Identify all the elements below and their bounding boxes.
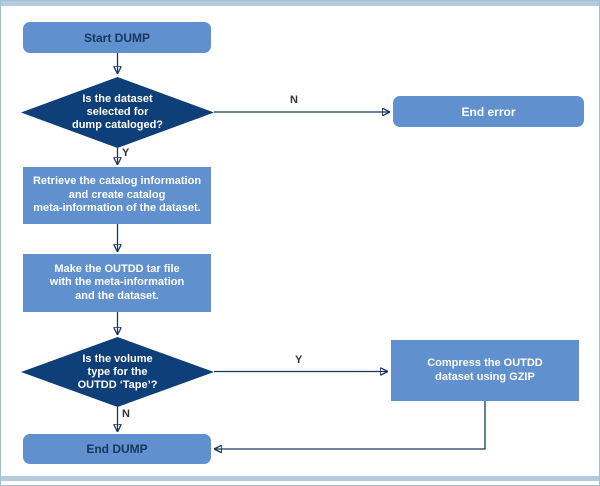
- edge-label-no: N: [122, 408, 130, 420]
- decision2-line: Is the volume: [82, 352, 153, 365]
- start-terminator: Start DUMP: [23, 22, 211, 53]
- make-line: with the meta-information: [49, 276, 185, 289]
- decision1-line: dump cataloged?: [71, 119, 164, 131]
- compress-line: dataset using GZIP: [435, 370, 535, 383]
- start-label: Start DUMP: [83, 30, 150, 45]
- top-accent-strip: [1, 1, 599, 6]
- make-line: and the dataset.: [75, 289, 159, 302]
- process-make-tar: Make the OUTDD tar file with the meta-in…: [23, 254, 211, 312]
- end-error-label: End error: [461, 104, 516, 119]
- end-dump-label: End DUMP: [86, 442, 148, 456]
- retrieve-line: and create catalog: [68, 188, 166, 201]
- decision1-line: Is the dataset: [82, 93, 153, 105]
- process-compress-gzip: Compress the OUTDD dataset using GZIP: [391, 340, 579, 401]
- bottom-accent-strip: [1, 476, 599, 481]
- process-retrieve-catalog: Retrieve the catalog information and cre…: [23, 167, 211, 224]
- retrieve-line: Retrieve the catalog information: [32, 175, 202, 188]
- decision2-line: type for the: [87, 365, 148, 378]
- decision-dataset-cataloged: Is the dataset selected for dump catalog…: [21, 77, 214, 148]
- decision2-line: OUTDD ‘Tape’?: [77, 378, 158, 391]
- arrow-compress-to-end-dump: [215, 401, 486, 449]
- retrieve-line: meta-information of the dataset.: [33, 202, 201, 215]
- make-line: Make the OUTDD tar file: [54, 262, 180, 275]
- compress-line: Compress the OUTDD: [427, 357, 543, 369]
- decision1-line: selected for: [86, 106, 149, 118]
- decision-volume-tape: Is the volume type for the OUTDD ‘Tape’?: [21, 337, 214, 407]
- end-error-terminator: End error: [393, 96, 584, 127]
- edge-label-yes: Y: [122, 147, 130, 159]
- end-dump-terminator: End DUMP: [23, 434, 211, 464]
- edge-label-yes: Y: [295, 354, 303, 366]
- edge-label-no: N: [290, 94, 298, 106]
